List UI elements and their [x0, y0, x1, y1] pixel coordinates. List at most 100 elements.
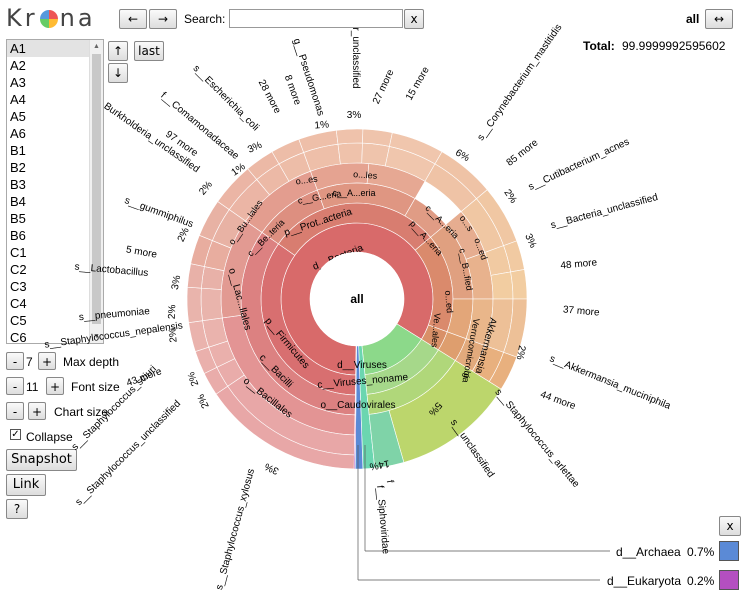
max-depth-plus-button[interactable]: + — [38, 352, 56, 370]
max-depth-minus-button[interactable]: - — [6, 352, 24, 370]
chart-label: 2% — [501, 187, 518, 205]
chart-label: 44 more — [539, 389, 578, 412]
wedge-genus-18[interactable] — [490, 271, 514, 300]
chart-label: 27 more — [371, 68, 397, 106]
font-size-value: 11 — [26, 380, 39, 394]
dataset-item[interactable]: B4 — [10, 194, 26, 209]
chart-label: r_unclassified — [350, 27, 361, 88]
wedge-genus-4[interactable] — [200, 287, 223, 322]
dataset-down-button[interactable]: ↓ — [108, 63, 128, 83]
search-clear-button[interactable]: x — [404, 9, 424, 29]
chart-label: s__Staphylococcus_nepalensis — [44, 320, 184, 350]
link-button[interactable]: Link — [6, 474, 46, 496]
dataset-item[interactable]: C6 — [10, 330, 27, 344]
dataset-item[interactable]: C4 — [10, 296, 27, 311]
chart-label: 3% — [522, 232, 538, 250]
chart-label: 2% — [197, 179, 215, 197]
chart-label: f__Siphoviridae — [374, 485, 391, 555]
max-depth-value: 7 — [26, 355, 33, 369]
dataset-item[interactable]: A4 — [10, 92, 26, 107]
key-eukaryota-swatch[interactable] — [719, 570, 739, 590]
max-depth-label: Max depth — [63, 355, 120, 369]
wedge-genus-13[interactable] — [361, 142, 390, 167]
key-archaea-percent: 0.7% — [687, 545, 715, 559]
dataset-item[interactable]: C1 — [10, 245, 27, 260]
dataset-list-scrollbar[interactable]: ▲ ▼ — [89, 40, 103, 343]
chart-label: 2% — [167, 304, 179, 319]
dataset-item[interactable]: A5 — [10, 109, 26, 124]
chart-label: f — [384, 479, 395, 484]
dataset-item[interactable]: B3 — [10, 177, 26, 192]
wedge-species-18[interactable] — [510, 269, 528, 300]
chart-size-plus-button[interactable]: + — [28, 402, 46, 420]
font-size-plus-button[interactable]: + — [46, 377, 64, 395]
chart-label: 5 more — [125, 244, 158, 260]
dataset-item[interactable]: C5 — [10, 313, 27, 328]
collapse-checkbox[interactable]: ✓ — [10, 429, 21, 440]
snapshot-button[interactable]: Snapshot — [6, 449, 77, 471]
dataset-item[interactable]: C3 — [10, 279, 27, 294]
chart-center[interactable] — [310, 252, 404, 346]
current-view-label: all — [686, 12, 700, 26]
dataset-item[interactable]: B6 — [10, 228, 26, 243]
chart-label: 2% — [186, 370, 201, 387]
chart-label: 3% — [246, 140, 264, 156]
chart-size-label: Chart size — [54, 405, 109, 419]
chart-center-label: all — [350, 292, 363, 306]
scroll-down-arrow-icon[interactable]: ▼ — [93, 333, 100, 340]
scroll-up-arrow-icon[interactable]: ▲ — [93, 43, 100, 50]
dataset-item[interactable]: A2 — [10, 58, 26, 73]
search-input[interactable] — [229, 9, 403, 28]
chart-label: o...les — [353, 169, 378, 181]
wedge-species-4[interactable] — [186, 286, 203, 323]
dataset-item[interactable]: A3 — [10, 75, 26, 90]
dataset-item[interactable]: B2 — [10, 160, 26, 175]
chart-label: s__unclassified — [448, 417, 496, 479]
dataset-up-button[interactable]: ↑ — [108, 41, 128, 61]
dataset-item[interactable]: B5 — [10, 211, 26, 226]
scroll-thumb[interactable] — [92, 54, 101, 324]
chart-label: 2% — [514, 344, 527, 360]
total-label: Total: — [583, 39, 615, 53]
chart-label: g — [461, 372, 472, 380]
key-archaea-swatch[interactable] — [719, 541, 739, 561]
chart-size-minus-button[interactable]: - — [6, 402, 24, 420]
dataset-item[interactable]: A1 — [7, 40, 103, 57]
chart-label: s__Staphylococcus_unclassified — [73, 398, 183, 508]
chart-label: s__gummiphilus — [123, 195, 195, 230]
chart-label: s__Corynebacterium_mastitidis — [475, 22, 564, 143]
key-eukaryota-label: d__Eukaryota — [607, 574, 682, 588]
chart-label: s__Staphylococcus_xylosus — [214, 468, 257, 592]
chart-label: s__Lactobacillus — [74, 262, 149, 279]
chart-label: 8 more — [282, 74, 303, 107]
last-dataset-button[interactable]: last — [134, 41, 164, 61]
wedge-species-12[interactable] — [335, 128, 364, 145]
expand-button[interactable]: ↔ — [705, 9, 733, 29]
dataset-item[interactable]: C2 — [10, 262, 27, 277]
forward-button[interactable]: → — [149, 9, 177, 29]
search-label: Search: — [184, 12, 226, 26]
font-size-minus-button[interactable]: - — [6, 377, 24, 395]
wedge-f-siphoviridae[interactable] — [368, 410, 405, 469]
help-button[interactable]: ? — [6, 499, 28, 519]
wedge-species-5[interactable] — [187, 263, 205, 289]
dataset-item[interactable]: B1 — [10, 143, 26, 158]
wedge-species-20[interactable] — [488, 351, 518, 390]
chart-label: 28 more — [256, 78, 283, 116]
dataset-item[interactable]: A6 — [10, 126, 26, 141]
wedge-genus-12[interactable] — [337, 142, 363, 165]
chart-label: 3% — [263, 460, 281, 476]
total-value: 99.9999992595602 — [622, 39, 726, 53]
chart-label: 14% — [369, 457, 391, 471]
key-eukaryota-percent: 0.2% — [687, 574, 715, 588]
chart-label: d__Viruses — [337, 360, 387, 371]
chart-label: s__pneumoniae — [78, 306, 150, 323]
back-button[interactable]: ← — [119, 9, 147, 29]
chart-label: o__Caudovirales — [320, 400, 395, 411]
details-close-button[interactable]: x — [719, 516, 741, 536]
chart-label: o...es — [295, 173, 319, 186]
chart-label: 2% — [167, 327, 179, 342]
